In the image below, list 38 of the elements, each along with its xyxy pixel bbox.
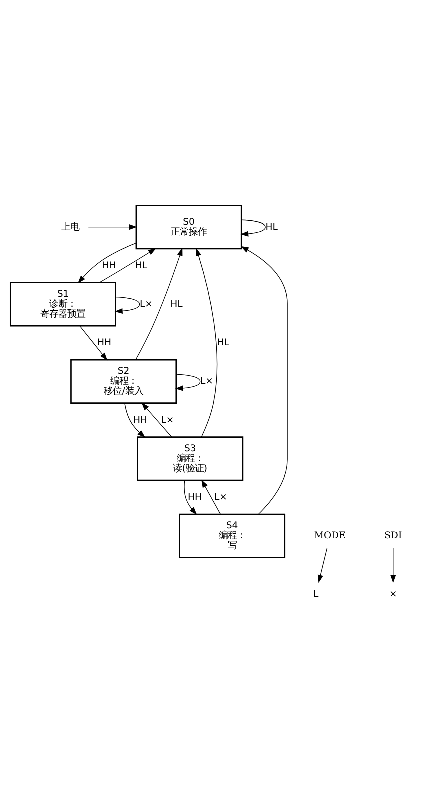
node-box: S3 编程： 读(验证) [137,436,244,482]
edge-label: L× [140,298,153,310]
node-text: MODE [314,530,346,542]
edge-label: L× [214,492,228,503]
arrow [136,248,183,360]
arrow [78,242,137,284]
node-box: S4 编程： 写 [179,514,286,558]
arrow [240,220,266,237]
arrow [80,326,108,361]
edge-label: L× [200,376,214,388]
arrow [124,403,146,438]
edge-label: HL [266,222,278,233]
arrow [196,248,218,438]
node-text: SDI [384,530,402,542]
arrow [100,248,156,284]
node-text: L [314,588,319,600]
arrow [318,548,328,584]
node-text: × [389,588,398,600]
edge-label: HH [102,260,116,272]
edge-label: HH [133,414,148,426]
edge-label: HL [217,338,230,349]
arrow [142,402,172,438]
edge-label: HH [188,492,202,503]
arrow [202,480,222,515]
node-box: S2 编程： 移位/装入 [70,359,178,404]
node-text: 上电 [62,222,80,233]
arrow [240,246,288,515]
arrow [390,548,396,584]
arrow [88,224,138,230]
edge-label: L× [161,414,174,426]
arrow [175,374,201,392]
node-box: S1 诊断： 寄存器预置 [10,282,116,327]
node-box: S0 正常操作 [136,205,242,250]
edge-label: HL [170,298,183,310]
arrow [184,480,198,516]
edge-label: HL [135,260,148,272]
edge-label: HH [98,338,112,349]
arrow [114,297,140,314]
